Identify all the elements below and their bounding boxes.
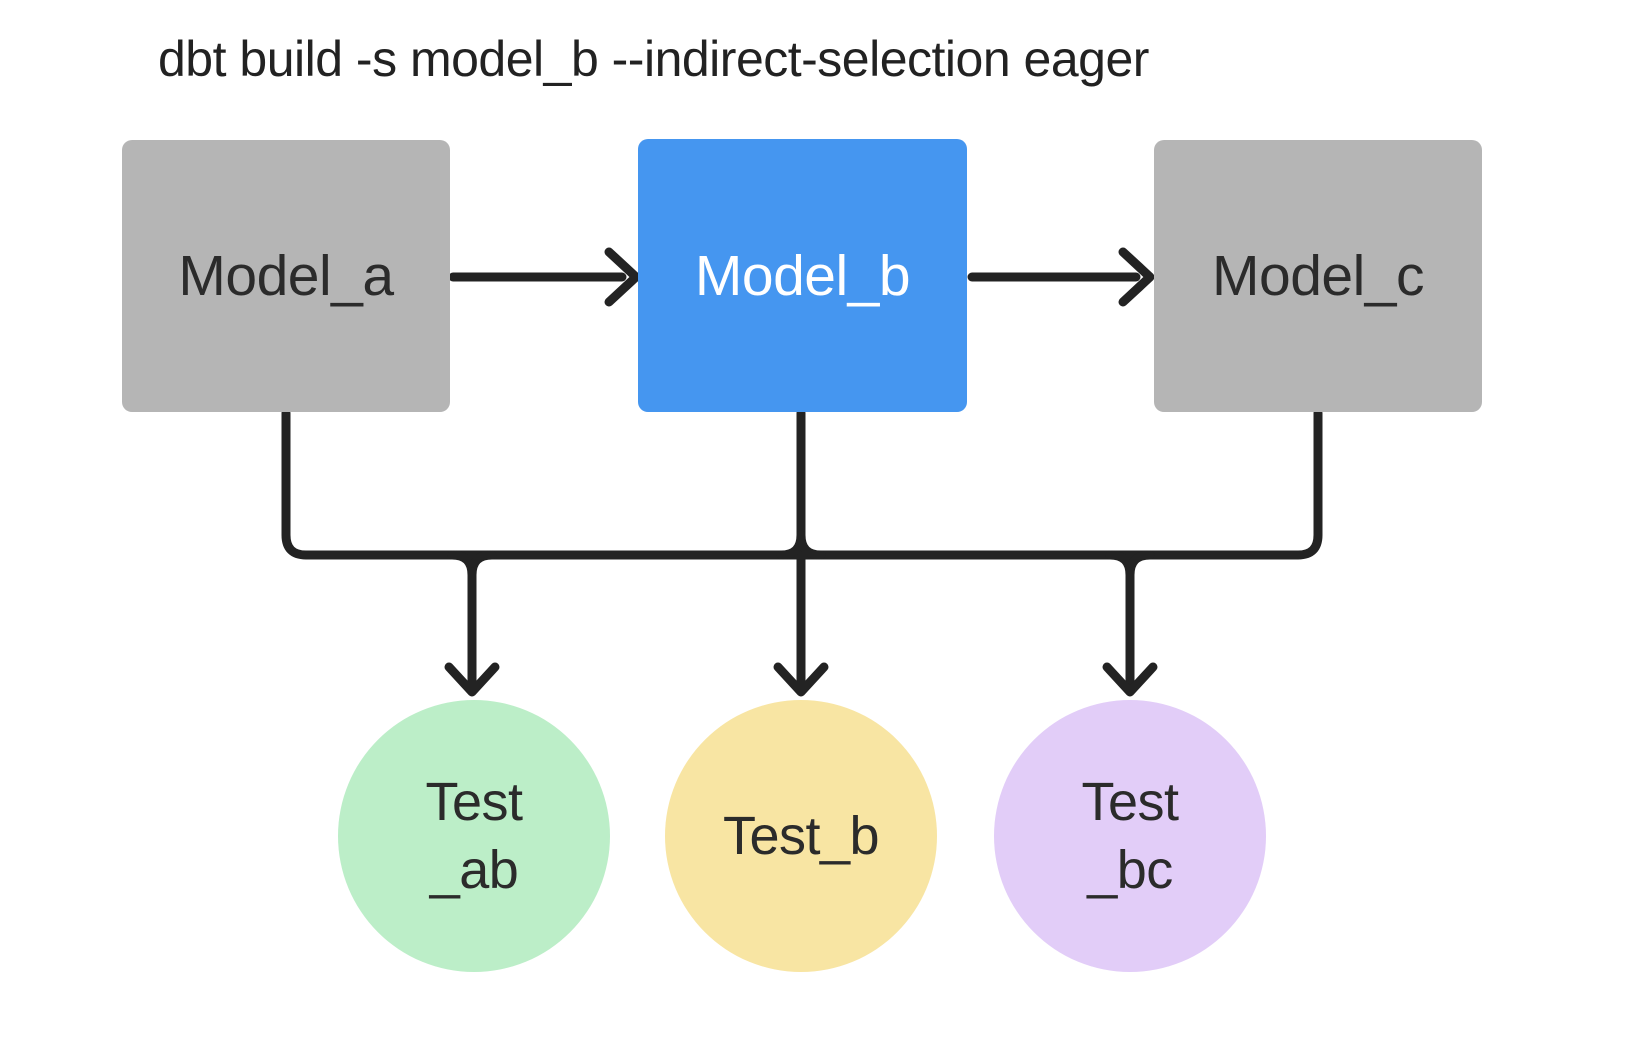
arrowhead-right-icon (604, 247, 641, 307)
node-label: Model_b (694, 243, 911, 308)
edge-model-a-to-model-b (448, 247, 641, 307)
node-label-line2: _bc (1087, 840, 1173, 900)
edge-branch-test-b (773, 408, 829, 697)
node-label: Model_a (178, 244, 394, 308)
node-model-c: Model_c (1154, 140, 1482, 412)
arrowhead-down-icon (1102, 662, 1158, 697)
node-test-bc: Test _bc (994, 700, 1266, 972)
branch-fillet-right (796, 530, 826, 560)
node-label-line1: Test (1081, 772, 1179, 832)
node-model-a: Model_a (122, 140, 450, 412)
node-test-b: Test_b (665, 700, 937, 972)
arrowhead-down-icon (444, 662, 500, 697)
edge-model-b-to-model-c (967, 247, 1155, 307)
arrowhead-right-icon (1118, 247, 1155, 307)
node-model-b: Model_b (638, 139, 967, 412)
node-label-line1: Test (425, 772, 523, 832)
node-test-ab: Test _ab (338, 700, 610, 972)
arrowhead-down-icon (773, 662, 829, 697)
node-label-line1: Test_b (722, 806, 880, 866)
edge-branch-test-ab (444, 550, 500, 697)
node-label-line2: _ab (429, 840, 519, 900)
diagram-title: dbt build -s model_b --indirect-selectio… (158, 31, 1149, 87)
edge-branch-test-bc (1102, 550, 1158, 697)
node-label: Model_c (1212, 244, 1424, 308)
